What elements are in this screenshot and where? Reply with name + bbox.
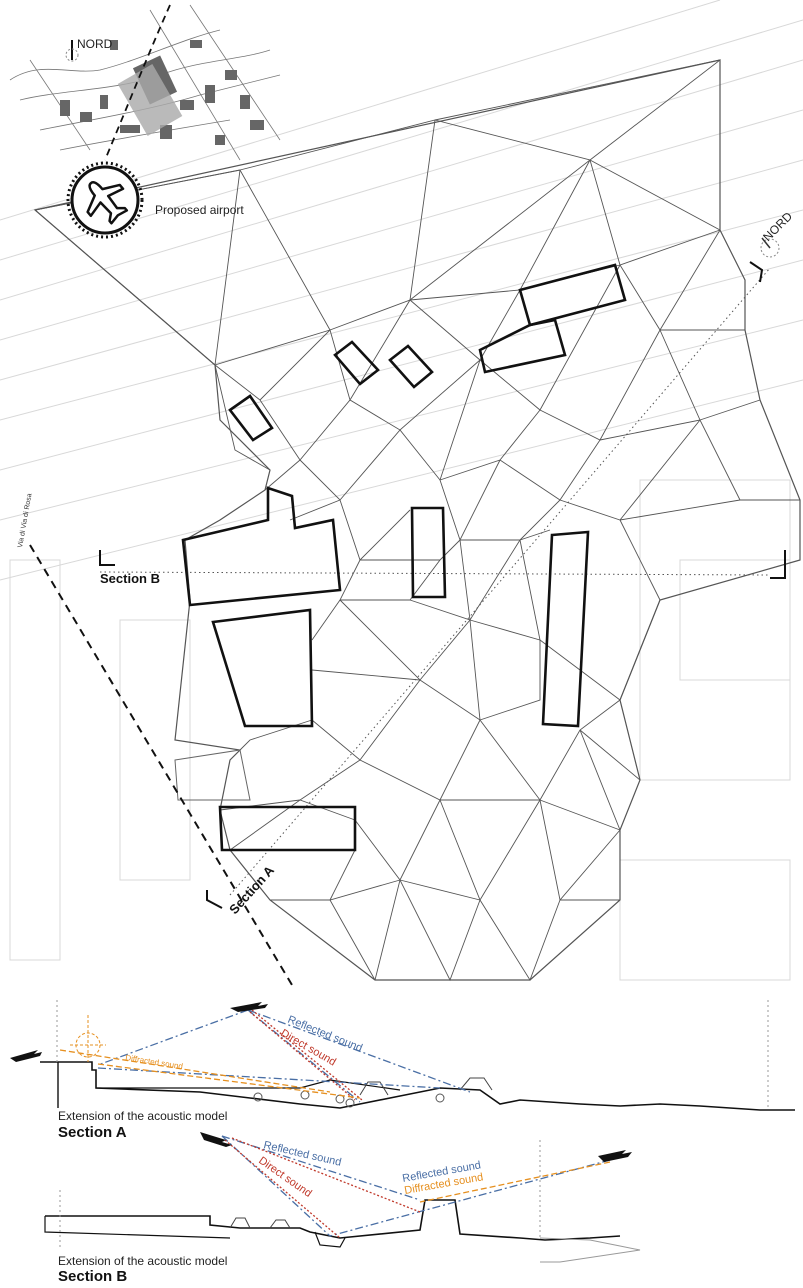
section-b-drawing	[44, 1132, 641, 1263]
building-nw	[228, 394, 274, 442]
street-label: Via di Via di Rosa	[17, 493, 33, 548]
building-west-mid	[211, 608, 314, 728]
section-b-direct-label: Direct sound	[256, 1155, 313, 1200]
building-west-large	[181, 486, 342, 607]
section-b-title: Section B	[58, 1268, 127, 1283]
buildings	[181, 263, 627, 852]
building-south	[218, 805, 357, 852]
section-a-drawing	[10, 1000, 795, 1111]
building-east	[541, 530, 590, 728]
building-ne-lower	[478, 318, 567, 374]
annex-outline	[174, 749, 251, 801]
building-n2	[388, 344, 434, 389]
site-boundary	[33, 59, 801, 981]
context-lines	[0, 0, 803, 981]
building-ne	[518, 263, 627, 327]
section-a-markers	[206, 261, 764, 909]
section-a-diffracted-label: Diffracted sound	[125, 1053, 184, 1071]
section-a-caption: Extension of the acoustic model	[58, 1109, 227, 1123]
north-label-right: NORD	[760, 209, 795, 244]
section-b-caption: Extension of the acoustic model	[58, 1254, 227, 1268]
location-map	[9, 4, 281, 161]
section-b-markers	[99, 550, 786, 579]
north-label-map: NORD	[77, 37, 113, 51]
triangulation-mesh	[34, 59, 800, 982]
airport-icon	[66, 161, 144, 239]
building-n1	[333, 340, 380, 386]
north-arrow-right	[760, 237, 780, 258]
section-a-title: Section A	[58, 1124, 127, 1141]
section-cut-lines	[99, 267, 771, 896]
section-a-label: Section A	[226, 862, 277, 917]
building-center	[410, 506, 447, 599]
street-dashed-line	[29, 544, 293, 986]
section-b-label: Section B	[100, 571, 160, 586]
airport-label: Proposed airport	[155, 203, 244, 217]
